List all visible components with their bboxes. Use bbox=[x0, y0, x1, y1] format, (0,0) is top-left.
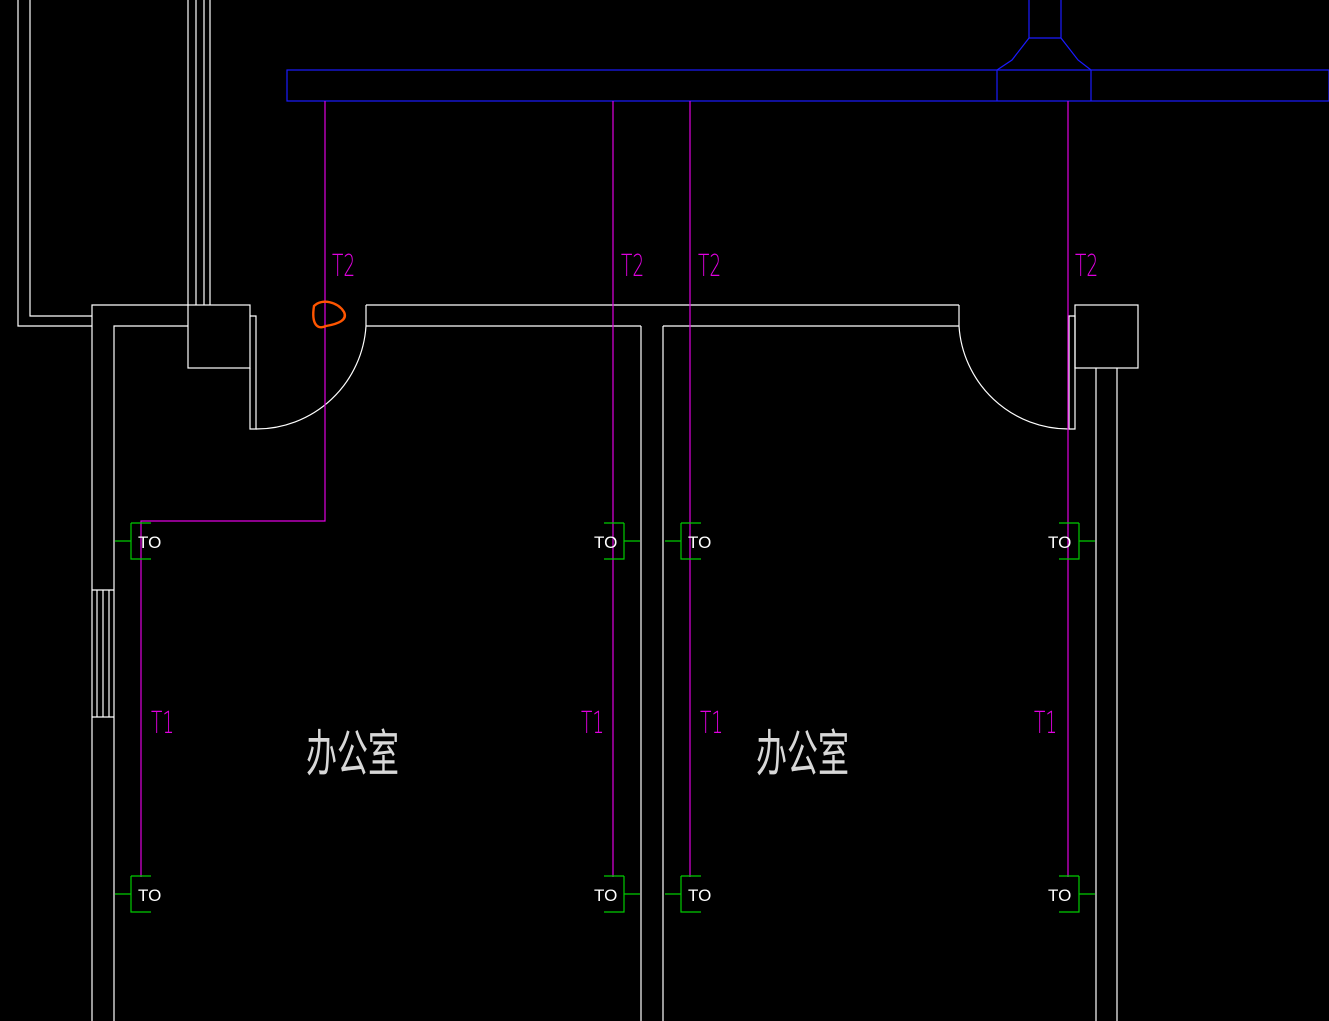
room-name-1: 办公室 bbox=[306, 724, 399, 783]
outlet-label: TO bbox=[138, 886, 161, 905]
outlet-symbol bbox=[604, 522, 640, 560]
left-exterior-wall bbox=[17, 0, 92, 327]
branch-label-4: T1 bbox=[1034, 705, 1057, 740]
outlet-5[interactable]: TO bbox=[115, 875, 161, 913]
outlet-symbol bbox=[1059, 522, 1095, 560]
outlet-label: TO bbox=[594, 533, 617, 552]
riser-label-3: T2 bbox=[698, 248, 721, 283]
riser-label-2: T2 bbox=[621, 248, 644, 283]
outlet-symbol bbox=[115, 875, 151, 913]
riser-label-4: T2 bbox=[1075, 248, 1098, 283]
outlet-7[interactable]: TO bbox=[665, 875, 711, 913]
riser-labels: T2 T2 T2 T2 bbox=[332, 248, 1098, 283]
door-2-swing-arc bbox=[958, 325, 1070, 430]
cable-tray bbox=[286, 0, 1329, 102]
outlet-symbol bbox=[665, 522, 701, 560]
cable-run-1 bbox=[140, 101, 326, 877]
branch-label-1: T1 bbox=[151, 705, 174, 740]
column-right bbox=[1074, 304, 1139, 369]
room-left-outer-wall bbox=[91, 304, 188, 1021]
room-labels: 办公室 办公室 bbox=[306, 724, 849, 783]
cable-tray-tee bbox=[996, 0, 1092, 71]
cable-runs bbox=[140, 101, 1069, 877]
outlet-2[interactable]: TO bbox=[594, 522, 640, 560]
outlet-4[interactable]: TO bbox=[1048, 522, 1095, 560]
outlet-label: TO bbox=[138, 533, 161, 552]
outlet-symbol bbox=[1059, 875, 1095, 913]
branch-label-2: T1 bbox=[581, 705, 604, 740]
cable-tray-main bbox=[286, 69, 1329, 102]
outlet-6[interactable]: TO bbox=[594, 875, 640, 913]
outlet-8[interactable]: TO bbox=[1048, 875, 1095, 913]
outlet-label: TO bbox=[1048, 533, 1071, 552]
outlet-symbol bbox=[115, 522, 151, 560]
branch-labels: T1 T1 T1 T1 bbox=[151, 705, 1057, 740]
outlet-label: TO bbox=[688, 886, 711, 905]
column-left bbox=[187, 304, 251, 369]
riser-label-1: T2 bbox=[332, 248, 355, 283]
room-name-2: 办公室 bbox=[756, 724, 849, 783]
outlet-3[interactable]: TO bbox=[665, 522, 711, 560]
door-1-swing-arc bbox=[255, 325, 367, 430]
outlet-symbol bbox=[604, 875, 640, 913]
walls bbox=[17, 0, 1139, 1021]
outlet-label: TO bbox=[688, 533, 711, 552]
telecom-outlets: TO TO TO TO TO TO TO TO bbox=[115, 522, 1095, 913]
outlet-symbol bbox=[665, 875, 701, 913]
room-left-inner-wall bbox=[113, 325, 188, 1021]
revision-markup-circle[interactable] bbox=[312, 300, 347, 329]
outlet-1[interactable]: TO bbox=[115, 522, 161, 560]
outlet-label: TO bbox=[1048, 886, 1071, 905]
left-exterior-wall-inner bbox=[29, 0, 92, 317]
branch-label-3: T1 bbox=[700, 705, 723, 740]
outlet-label: TO bbox=[594, 886, 617, 905]
